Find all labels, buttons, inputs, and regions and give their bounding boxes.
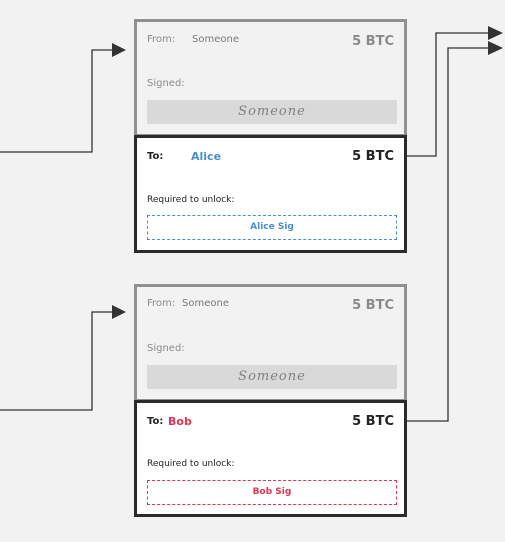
tx1-output-card: To: Alice 5 BTC Required to unlock: Alic… xyxy=(134,135,407,253)
outgoing-wire-2 xyxy=(406,47,490,422)
unlock-condition: Alice Sig xyxy=(147,215,397,240)
recipient-bob: Bob xyxy=(168,415,192,428)
signature-box: Someone xyxy=(147,365,397,389)
unlock-condition: Bob Sig xyxy=(147,480,397,505)
recipient-alice: Alice xyxy=(191,150,222,163)
from-label: From: xyxy=(147,34,176,45)
from-value: Someone xyxy=(182,298,229,309)
arrow-head-out-2 xyxy=(488,41,503,55)
arrow-head-out-1 xyxy=(488,26,503,40)
to-label: To: xyxy=(147,151,164,162)
input-amount: 5 BTC xyxy=(352,298,394,313)
input-amount: 5 BTC xyxy=(352,34,394,49)
output-amount: 5 BTC xyxy=(352,149,394,164)
tx2-output-card: To: Bob 5 BTC Required to unlock: Bob Si… xyxy=(134,400,407,517)
outgoing-wire-1 xyxy=(406,32,490,157)
from-value: Someone xyxy=(192,34,239,45)
signed-label: Signed: xyxy=(147,78,185,89)
output-amount: 5 BTC xyxy=(352,414,394,429)
required-label: Required to unlock: xyxy=(147,195,235,205)
arrow-head-in-2 xyxy=(112,305,126,319)
tx2-input-card: From: Someone 5 BTC Signed: Someone xyxy=(134,284,407,402)
incoming-wire-1 xyxy=(0,49,112,153)
signed-label: Signed: xyxy=(147,343,185,354)
from-label: From: xyxy=(147,298,176,309)
to-label: To: xyxy=(147,416,164,427)
required-label: Required to unlock: xyxy=(147,459,235,469)
tx1-input-card: From: Someone 5 BTC Signed: Someone xyxy=(134,19,407,137)
arrow-head-in-1 xyxy=(112,43,126,57)
signature-box: Someone xyxy=(147,100,397,124)
incoming-wire-2 xyxy=(0,311,112,411)
